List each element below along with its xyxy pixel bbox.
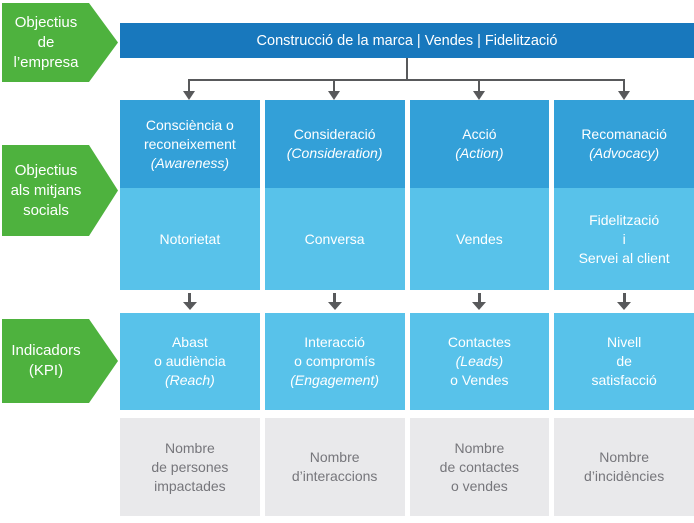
header-english-term: (Action) [455,145,504,161]
kpi-english-term: (Leads) [455,353,504,369]
header-line: reconeixement [143,135,236,152]
header-line: Acció [462,126,497,142]
row-label-kpi: Indicadors (KPI) [2,319,118,403]
down-arrow-icon [328,91,340,100]
banner-text: Construcció de la marca | Vendes | Fidel… [256,32,558,49]
social-objective-header: Acció (Action) [409,100,550,188]
row-label-text: (KPI) [28,362,64,379]
down-arrow-icon [327,293,342,310]
header-english-term: (Advocacy) [589,145,660,161]
down-arrow-icon [617,293,632,310]
social-objective-box: Conversa [264,188,405,290]
metric-line: Nombre [164,439,215,456]
column-consideration: Consideració (Consideration) Conversa In… [264,100,405,516]
metric-line: Nombre [454,439,505,456]
metric-box: Nombre d’interaccions [264,418,405,516]
kpi-line: satisfacció [591,372,657,388]
header-line: Consciència o [145,116,234,133]
header-line: Recomanació [581,126,667,142]
kpi-line: o audiència [154,353,226,369]
down-arrow-icon [182,293,197,310]
kpi-line: o Vendes [450,372,509,388]
social-objective-header: Consideració (Consideration) [264,100,405,188]
row-label-text: de [37,33,55,51]
kpi-line: o compromís [294,353,376,369]
kpi-box: Abast o audiència (Reach) [120,313,260,410]
column-awareness: Consciència o reconeixement (Awareness) … [120,100,260,516]
objective-line: Conversa [304,230,365,247]
social-objective-header: Recomanació (Advocacy) [554,100,694,188]
metric-line: Nombre [309,449,360,465]
row-label-social-objectives: Objectius als mitjans socials [2,145,118,236]
kpi-box: Contactes (Leads) o Vendes [409,313,550,410]
header-english-term: (Consideration) [286,145,383,161]
kpi-line: de [616,353,632,369]
objective-line: Fidelització [589,211,660,228]
metric-box: Nombre de persones impactades [120,418,260,516]
arrow-zone [120,290,260,313]
arrow-zone [554,290,694,313]
connector-drop [478,79,480,92]
column-action: Acció (Action) Vendes Contactes (Leads) … [409,100,550,516]
metric-line: de contactes [439,458,520,475]
kpi-box: Nivell de satisfacció [554,313,694,410]
kpi-english-term: (Engagement) [290,372,379,388]
row-label-company-objectives: Objectius de l’empresa [2,3,118,82]
social-objective-header: Consciència o reconeixement (Awareness) [120,100,260,188]
objective-line: Vendes [456,230,503,247]
kpi-english-term: (Reach) [164,372,215,388]
connector-drop [623,79,625,92]
down-arrow-icon [472,293,487,310]
connector-drop [333,79,335,92]
connector-crossbar [189,79,625,81]
kpi-line: Contactes [447,334,511,350]
row-label-text: Objectius [14,13,78,31]
funnel-grid: Consciència o reconeixement (Awareness) … [120,100,694,516]
kpi-line: Nivell [607,334,642,350]
down-arrow-icon [473,91,485,100]
metric-line: Nombre [599,449,650,465]
objective-line: Notorietat [159,230,221,247]
metric-line: impactades [154,477,226,494]
metric-line: d’incidències [584,468,665,484]
social-objective-box: Fidelització i Servei al client [554,188,694,290]
company-objective-banner: Construcció de la marca | Vendes | Fidel… [120,23,694,58]
metric-line: de persones [151,458,229,475]
arrow-zone [265,290,405,313]
row-label-text: Indicadors [11,342,81,359]
social-objective-box: Vendes [409,188,550,290]
connector-stem [406,58,408,80]
social-objective-box: Notorietat [120,188,260,290]
metric-box: Nombre d’incidències [554,418,694,516]
row-label-text: l’empresa [13,53,79,71]
row-label-text: als mitjans [10,181,82,199]
column-advocacy: Recomanació (Advocacy) Fidelització i Se… [554,100,694,516]
kpi-line: Abast [171,334,208,350]
arrow-zone [410,290,550,313]
row-label-text: Objectius [14,161,78,179]
kpi-box: Interacció o compromís (Engagement) [264,313,405,410]
metric-line: o vendes [450,477,508,494]
row-label-text: socials [23,201,69,219]
objective-line: Servei al client [578,249,670,266]
down-arrow-icon [183,91,195,100]
metric-box: Nombre de contactes o vendes [409,418,550,516]
objective-line: i [622,230,626,247]
down-arrow-icon [618,91,630,100]
header-line: Consideració [293,126,376,142]
connector-drop [188,79,190,92]
kpi-line: Interacció [304,334,365,350]
metric-line: d’interaccions [291,468,378,484]
header-english-term: (Awareness) [150,154,230,171]
